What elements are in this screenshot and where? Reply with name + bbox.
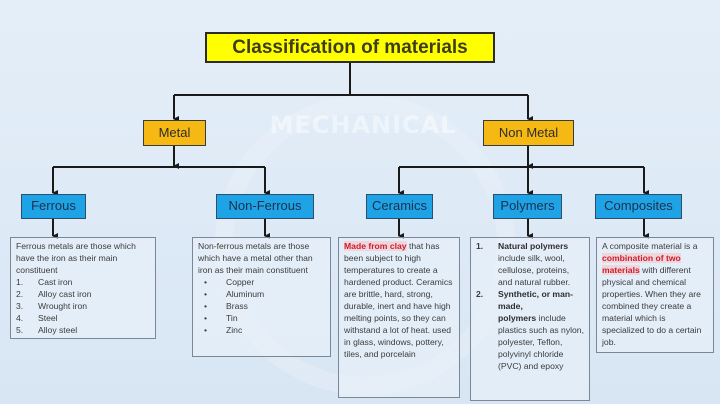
subcategory-composites: Composites (595, 194, 682, 219)
natural-polymers-heading: Natural polymers (498, 241, 569, 251)
list-marker: 2. (16, 289, 24, 299)
list-item: 2. Synthetic, or man-made, polymers includ… (476, 288, 584, 372)
list-item: • Brass (198, 300, 325, 312)
list-item-text: include silk, wool, cellulose, proteins,… (498, 253, 571, 287)
subcategory-polymers: Polymers (493, 194, 562, 219)
list-item: • Copper (198, 276, 325, 288)
bullet-icon: • (204, 325, 208, 335)
synthetic-polymers-heading: Synthetic, or man-made, (498, 289, 573, 311)
list-item: • Aluminum (198, 288, 325, 300)
list-item-text: Tin (226, 313, 238, 323)
list-marker: 2. (476, 289, 484, 299)
bullet-icon: • (204, 301, 208, 311)
list-item-text: Aluminum (226, 289, 265, 299)
subcategory-ceramics: Ceramics (366, 194, 433, 219)
list-item: 3. Wrought iron (16, 300, 150, 312)
list-item: • Zinc (198, 324, 325, 336)
list-marker: 1. (16, 277, 24, 287)
bullet-icon: • (204, 313, 208, 323)
list-marker: 5. (16, 325, 24, 335)
list-marker: 3. (16, 301, 24, 311)
ceramics-highlight: Made from clay (344, 241, 407, 251)
polymers-description-box: 1. Natural polymers include silk, wool, c… (470, 237, 590, 401)
synthetic-polymers-heading-2: polymers (498, 313, 537, 323)
composites-text-after: with different physical and chemical pro… (602, 265, 702, 347)
list-item: 4. Steel (16, 312, 150, 324)
list-item: 5. Alloy steel (16, 324, 150, 336)
list-marker: 1. (476, 241, 484, 251)
category-metal: Metal (143, 120, 206, 146)
subcategory-non-ferrous: Non-Ferrous (216, 194, 314, 219)
watermark-text: MECHANICAL (269, 111, 457, 139)
list-item: • Tin (198, 312, 325, 324)
diagram-title: Classification of materials (205, 32, 495, 63)
list-item-text: Brass (226, 301, 248, 311)
ceramics-description-box: Made from clay that has been subject to … (338, 237, 460, 398)
list-item-text: Alloy cast iron (38, 289, 92, 299)
ferrous-list: 1. Cast iron 2. Alloy cast iron 3. Wrought … (16, 276, 150, 336)
list-item-text: Steel (38, 313, 58, 323)
list-marker: 4. (16, 313, 24, 323)
composites-description-box: A composite material is a combination of… (596, 237, 714, 353)
subcategory-ferrous: Ferrous (21, 194, 86, 219)
non-ferrous-list: • Copper • Aluminum • Brass • Tin • Zinc (198, 276, 325, 336)
ceramics-description: that has been subject to high temperatur… (344, 241, 453, 359)
list-item-text: Alloy steel (38, 325, 78, 335)
bullet-icon: • (204, 277, 208, 287)
polymers-list: 1. Natural polymers include silk, wool, c… (476, 240, 584, 372)
list-item-text: Copper (226, 277, 255, 287)
list-item-text: Zinc (226, 325, 243, 335)
bullet-icon: • (204, 289, 208, 299)
list-item-text: include plastics such as nylon, polyeste… (498, 313, 584, 371)
composites-text-before: A composite material is a (602, 241, 698, 251)
list-item: 1. Natural polymers include silk, wool, c… (476, 240, 584, 288)
list-item: 2. Alloy cast iron (16, 288, 150, 300)
category-non-metal: Non Metal (483, 120, 574, 146)
list-item: 1. Cast iron (16, 276, 150, 288)
ferrous-description: Ferrous metals are those which have the … (16, 241, 136, 275)
ferrous-description-box: Ferrous metals are those which have the … (10, 237, 156, 339)
non-ferrous-description: Non-ferrous metals are those which have … (198, 241, 313, 275)
list-item-text: Cast iron (38, 277, 73, 287)
list-item-text: Wrought iron (38, 301, 88, 311)
non-ferrous-description-box: Non-ferrous metals are those which have … (192, 237, 331, 357)
